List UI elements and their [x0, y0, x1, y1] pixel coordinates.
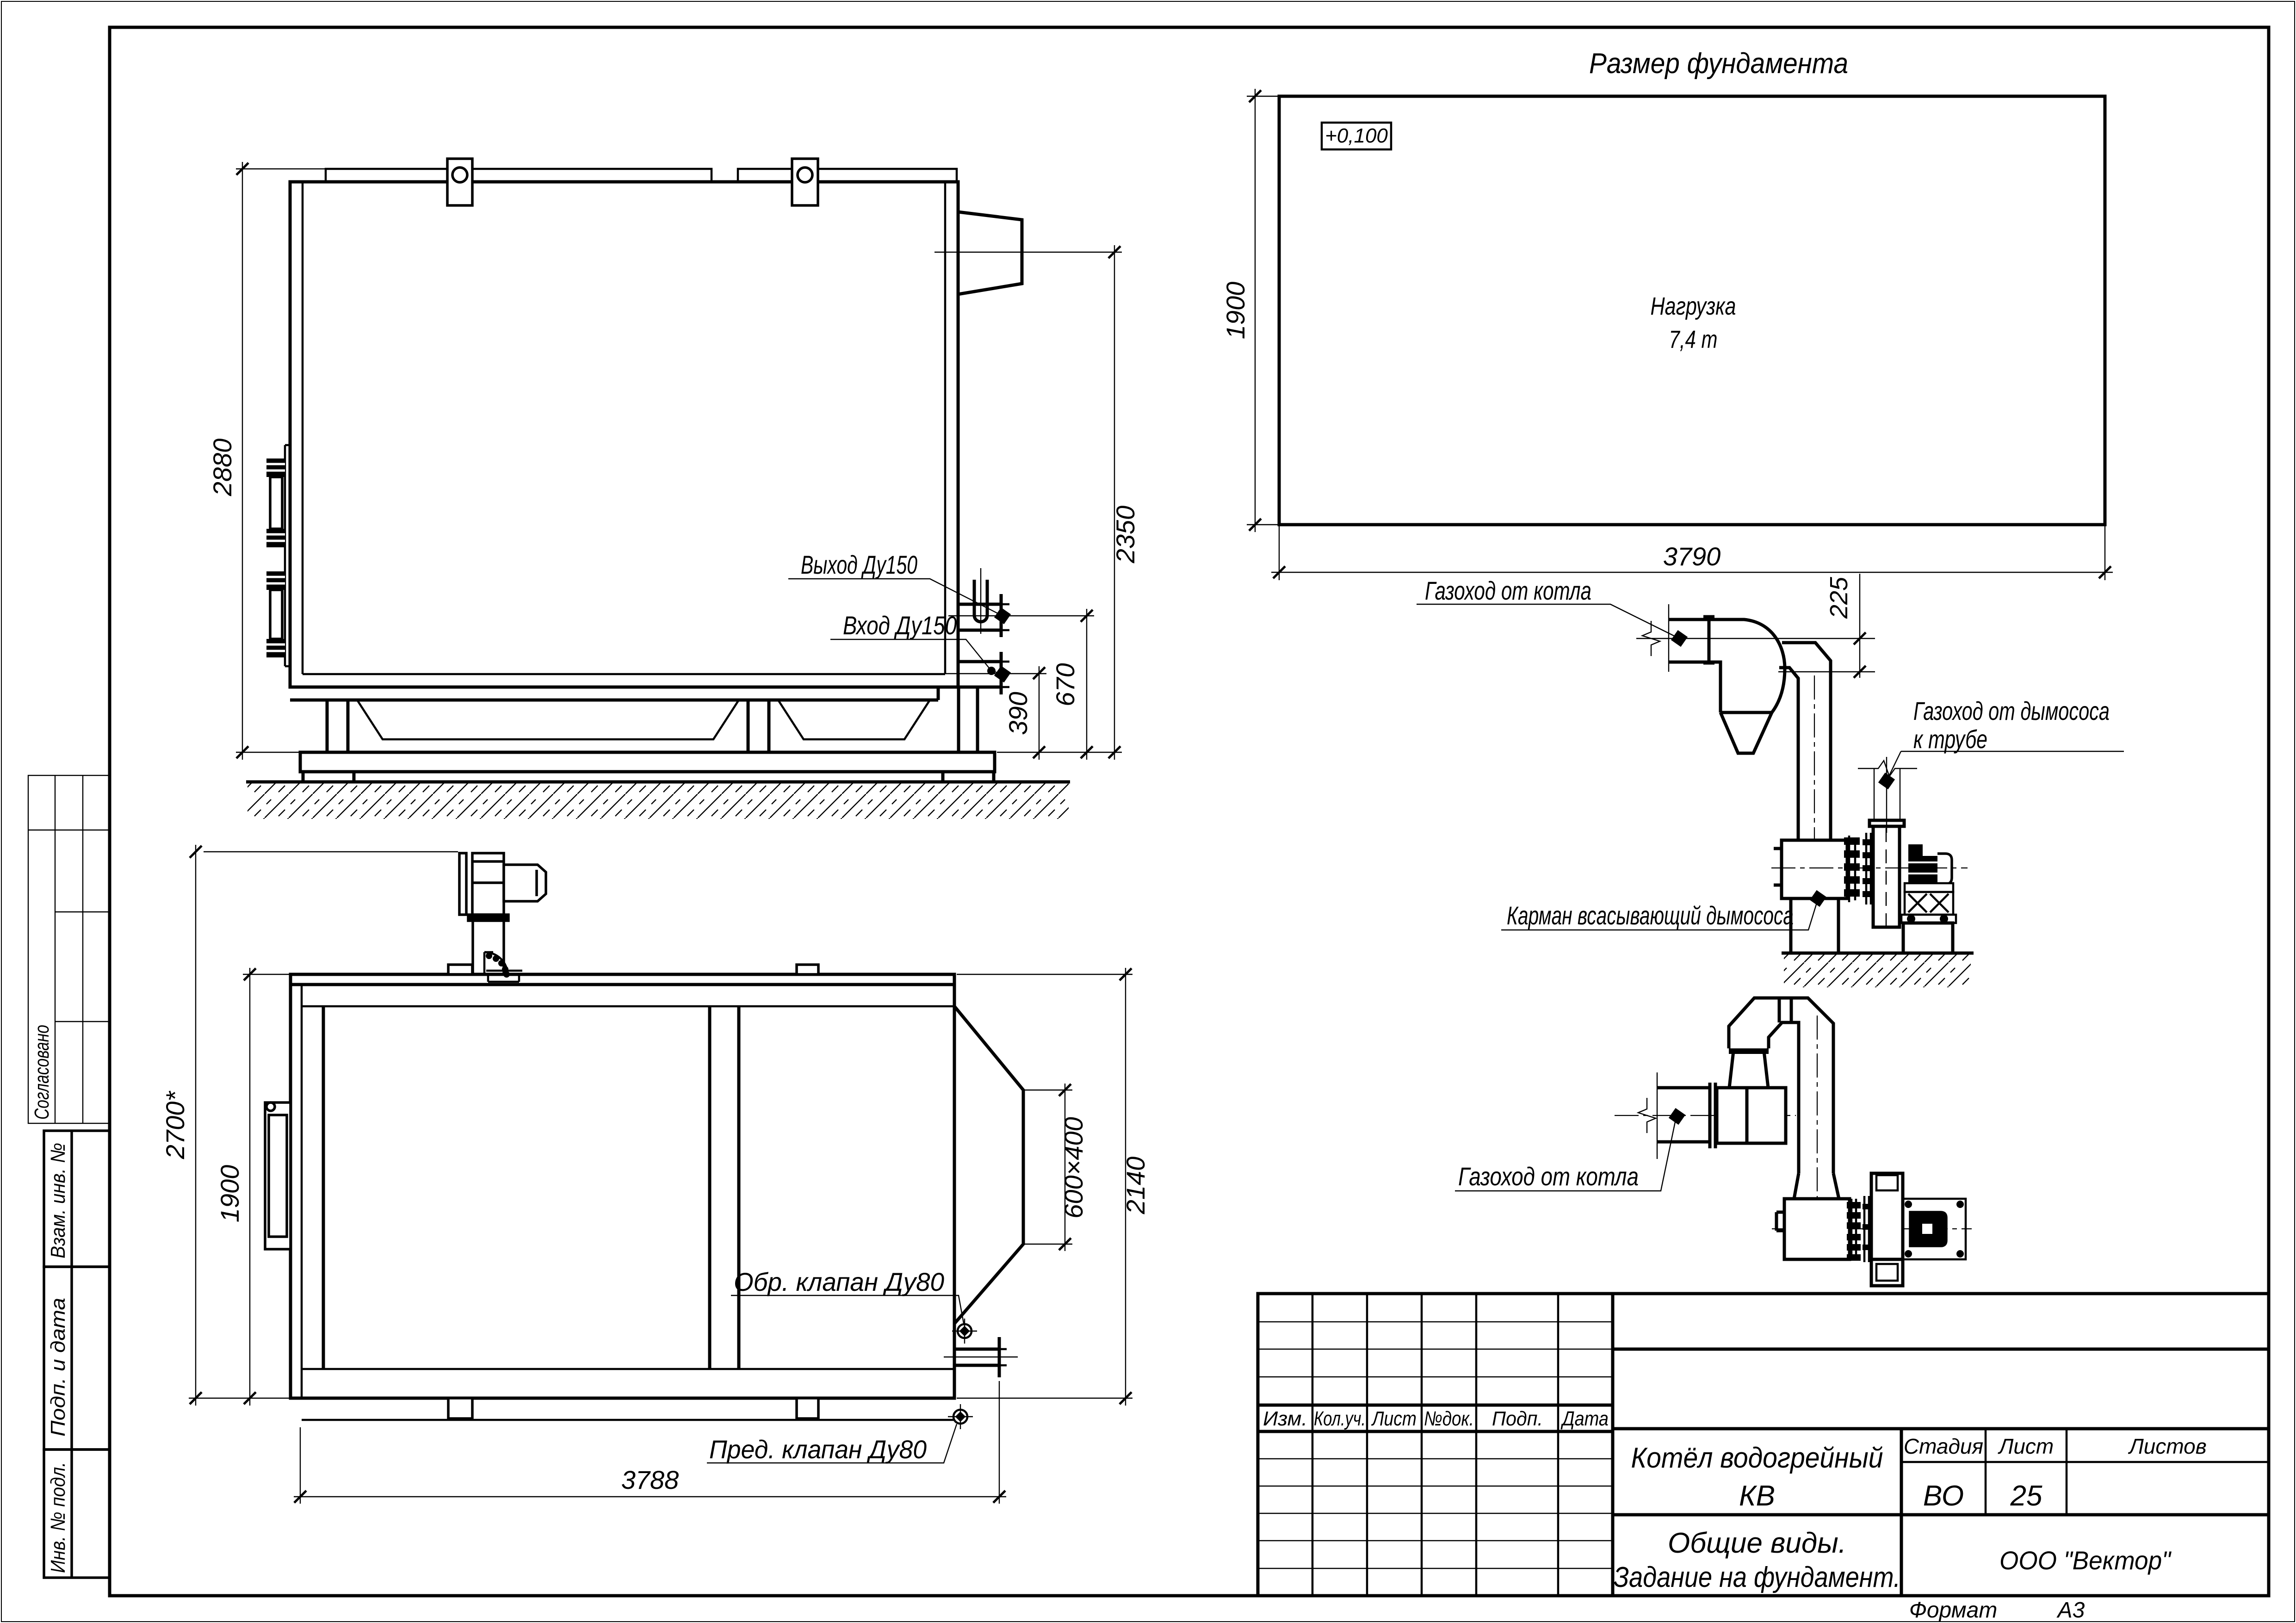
discharge-duct-break — [1858, 757, 1917, 833]
rev-header-podp: Подп. — [1492, 1407, 1543, 1430]
load-value: 7,4 т — [1669, 326, 1718, 353]
doc-title-line2: КВ — [1739, 1480, 1775, 1512]
doc-subtitle-line1: Общие виды. — [1668, 1527, 1846, 1559]
side-dim-390: 390 — [1003, 692, 1033, 735]
side-left-nozzles — [266, 458, 285, 657]
duct-plan-leader-marker — [1668, 1108, 1686, 1125]
title-block: Изм. Кол.уч. Лист №док. Подп. Дата Котёл… — [1256, 1292, 2271, 1623]
side-dimensions — [236, 162, 1122, 760]
duct-motor — [1900, 844, 1957, 955]
rev-header-list: Лист — [1371, 1407, 1417, 1430]
side-dim-2880: 2880 — [208, 439, 237, 497]
duct-plan-flange-lines — [1850, 1196, 1870, 1262]
plan-label-check-valve: Обр. клапан Ду80 — [734, 1267, 944, 1296]
plan-lug-plates — [447, 963, 820, 1420]
elevation-mark: +0,100 — [1325, 124, 1388, 147]
left-margin-stamps: Согласовано Взам. инв. № Подп. и дата Ин… — [27, 774, 111, 1579]
plan-label-safety-valve: Пред. клапан Ду80 — [709, 1435, 927, 1464]
approval-stamp-grid — [27, 774, 111, 1124]
side-dimension-ticks — [235, 162, 1121, 759]
foundation-title: Размер фундамента — [1589, 48, 1848, 80]
sheets-header: Листов — [2128, 1434, 2207, 1458]
rev-header-ndok: №док. — [1424, 1407, 1474, 1430]
rev-header-izm: Изм. — [1263, 1407, 1307, 1430]
foundation-outline — [1277, 94, 2107, 527]
duct-label-to-chimney-2: к трубе — [1913, 725, 1987, 754]
duct-plan-flange-bolts — [1847, 1202, 1872, 1261]
doc-subtitle-line2: Задание на фундамент. — [1614, 1561, 1900, 1593]
duct-dim-225: 225 — [1825, 576, 1853, 619]
duct-leader-markers — [1671, 630, 1895, 907]
margin-stamp-cells — [43, 1129, 111, 1579]
plan-dim-1900: 1900 — [215, 1165, 244, 1223]
duct-elevation-view: 225 — [1417, 574, 2124, 987]
side-label-outlet: Выход Ду150 — [801, 550, 917, 579]
side-dim-670: 670 — [1051, 663, 1080, 706]
stage-header: Стадия — [1904, 1434, 1983, 1458]
stamp-inv-podl: Инв. № подл. — [47, 1462, 69, 1573]
title-block-main-lines — [1256, 1292, 2271, 1598]
duct-label-to-chimney-1: Газоход от дымососа — [1913, 696, 2110, 725]
title-block-row-lines — [1258, 1321, 1613, 1569]
duct-plan-outline — [1657, 996, 1851, 1261]
cyclone — [1710, 618, 1832, 840]
plan-dim-2700: 2700* — [161, 1090, 190, 1160]
title-block-column-lines — [1311, 1294, 2269, 1596]
foundation-view: Размер фундамента +0,100 Нагрузка 7,4 т … — [1221, 48, 2113, 580]
duct-plan-flange-band — [1729, 1048, 1769, 1054]
load-label: Нагрузка — [1651, 292, 1736, 320]
duct-label-from-boiler: Газоход от котла — [1425, 576, 1591, 605]
boiler-plan-view: 2700* 1900 600×400 2140 3788 Обр. клапан… — [161, 845, 1150, 1504]
stage-value: ВО — [1923, 1480, 1964, 1512]
lifting-lugs — [446, 157, 819, 207]
format-label: Формат — [1909, 1598, 1998, 1623]
side-label-inlet: Вход Ду150 — [843, 611, 957, 640]
rev-header-data: Дата — [1560, 1407, 1609, 1430]
foundation-dim-height: 1900 — [1221, 282, 1250, 340]
plan-dim-3788: 3788 — [621, 1465, 679, 1494]
side-dim-2350: 2350 — [1111, 506, 1140, 564]
plan-dim-2140: 2140 — [1121, 1157, 1150, 1215]
fan-casing — [1868, 818, 1906, 929]
stamp-soglasovano: Согласовано — [31, 1025, 53, 1120]
boiler-hoppers — [355, 699, 932, 741]
boiler-side-view: 2880 2350 670 390 Выход Ду150 Вход Ду150 — [208, 157, 1140, 819]
plan-exhauster — [458, 852, 547, 983]
company-name: ООО "Вектор" — [1999, 1546, 2172, 1575]
duct-plan-label-from-boiler: Газоход от котла — [1458, 1162, 1639, 1191]
sheet-value: 25 — [2010, 1480, 2042, 1512]
doc-title-line1: Котёл водогрейный — [1631, 1442, 1883, 1474]
rev-header-koluch: Кол.уч. — [1314, 1407, 1366, 1430]
stamp-podp-i-data: Подп. и дата — [47, 1298, 69, 1437]
plan-dimension-ticks — [189, 845, 1133, 1504]
foundation-dimension-ticks — [1248, 89, 2112, 579]
format-value: А3 — [2056, 1598, 2085, 1623]
duct-label-leaders — [1417, 603, 2124, 931]
side-leader-markers — [987, 607, 1011, 683]
plan-valve-leaders — [707, 1295, 965, 1464]
elevation-mark-box — [1320, 121, 1392, 151]
fan-ground-hatch — [1784, 954, 1971, 987]
sheet-header: Лист — [1998, 1434, 2054, 1458]
duct-label-pocket: Карман всасывающий дымососа — [1507, 901, 1794, 930]
plan-valves — [944, 1319, 1018, 1429]
duct-dimension-ticks — [1853, 632, 1867, 679]
duct-plan-view: Газоход от котла — [1455, 996, 1972, 1288]
stamp-vzam-inv: Взам. инв. № — [47, 1143, 69, 1258]
plan-body-inner-lines — [300, 985, 954, 1421]
foundation-dim-width: 3790 — [1663, 542, 1721, 571]
boiler-body-inner-lines — [284, 167, 958, 675]
duct-plan-fan-inner — [1875, 1174, 1899, 1282]
foundation-dimensions — [1247, 89, 2113, 580]
duct-fan-flanges — [1844, 833, 1873, 904]
plan-dimensions — [189, 845, 1133, 1504]
duct-plan-label-leader — [1455, 1119, 1677, 1192]
plan-dim-600x400: 600×400 — [1059, 1117, 1088, 1219]
side-ground-hatch — [248, 783, 1069, 819]
plan-left-nozzle — [264, 1101, 292, 1251]
duct-plan-motor — [1901, 1197, 1967, 1261]
